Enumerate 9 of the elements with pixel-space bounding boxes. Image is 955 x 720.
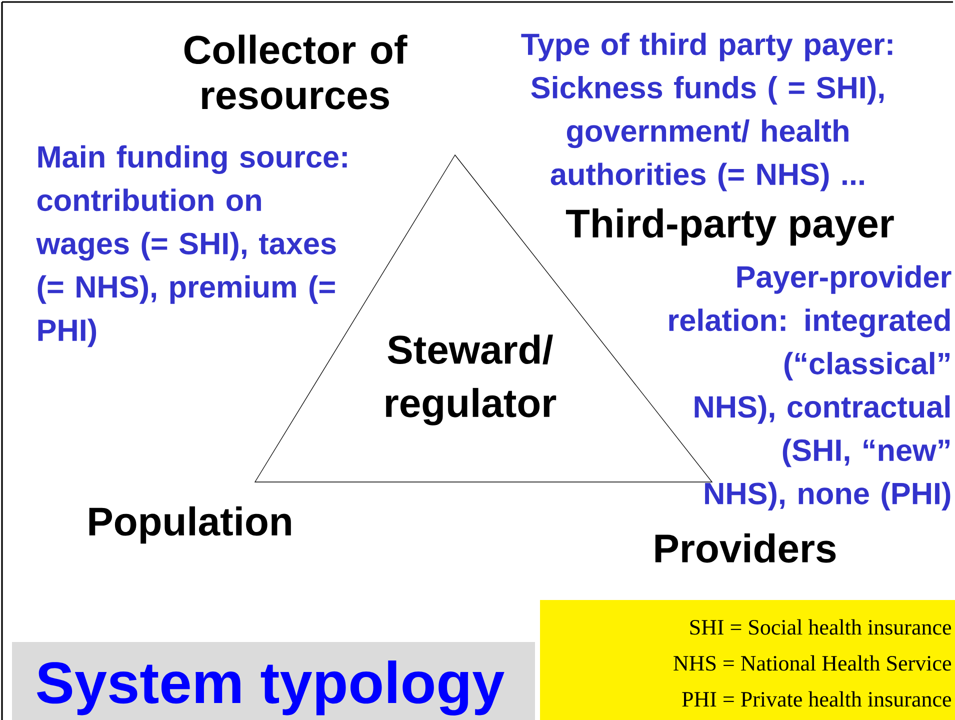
heading-text: Collector of resources bbox=[184, 34, 408, 110]
heading-text: Third-party payer bbox=[566, 208, 894, 246]
abbreviation-box: SHI = Social health insurance NHS = National Health Service PHI = Private health insurance bbox=[540, 600, 955, 720]
note-text: Payer-provider relation: integrated (“classical” NHS), contractual (SHI, “new” NHS), none (PHI) bbox=[669, 265, 952, 511]
heading-text: Population bbox=[89, 506, 291, 544]
note-text: Type of third party payer: Sickness funds ( = SHI), government/ health authorities (= NHS) ... bbox=[521, 32, 892, 192]
title-banner: System typology bbox=[12, 642, 535, 720]
note-text: Main funding source: contribution on wages (= SHI), taxes (= NHS), premium (= PHI) bbox=[36, 145, 347, 348]
heading-text: Providers bbox=[655, 533, 836, 563]
